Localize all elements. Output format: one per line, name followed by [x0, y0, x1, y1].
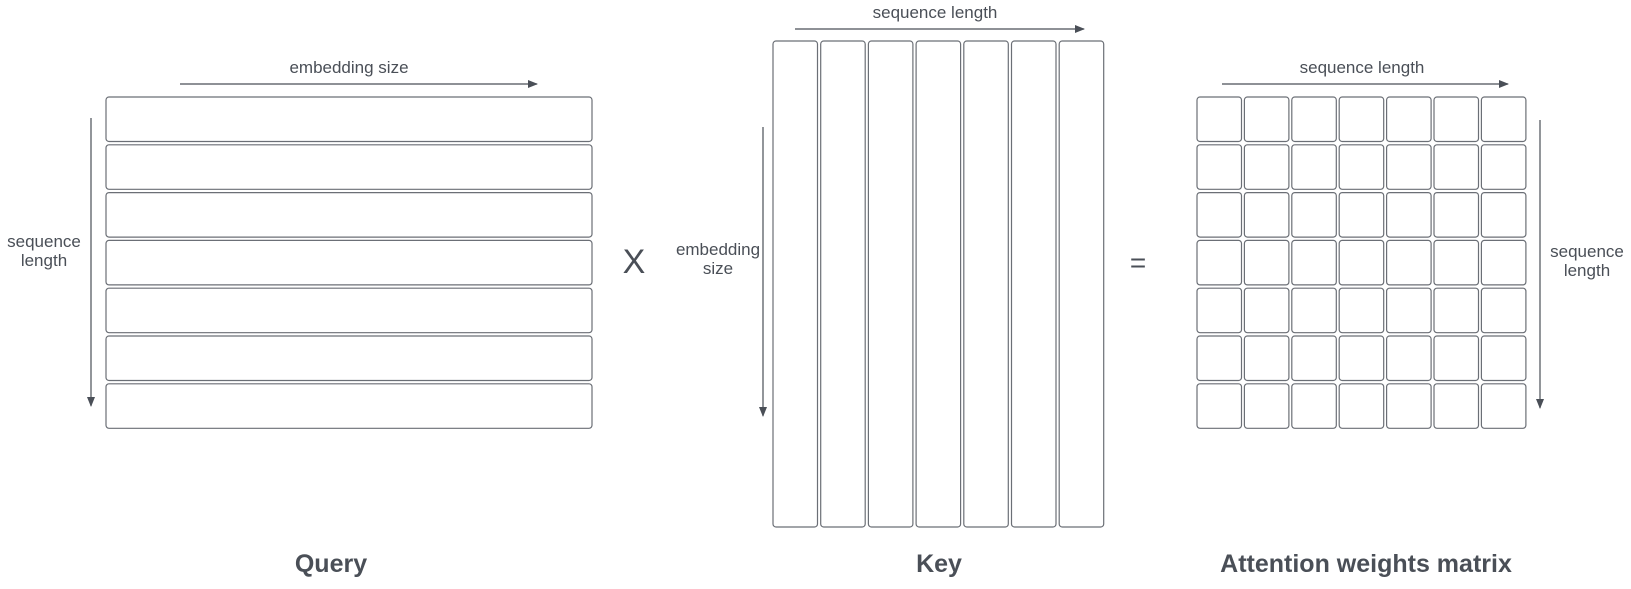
equals-symbol: = — [1130, 247, 1146, 278]
key-column — [915, 40, 962, 528]
attention-cell — [1433, 192, 1480, 238]
attention-cells — [1196, 96, 1527, 429]
key-column — [820, 40, 866, 528]
query-row — [105, 239, 593, 286]
attention-cell — [1433, 383, 1480, 429]
attention-cell — [1338, 383, 1385, 429]
key-column — [1058, 40, 1105, 528]
attention-cell — [1196, 96, 1243, 143]
attention-cell — [1243, 335, 1290, 382]
query-row — [105, 144, 593, 190]
attention-cell — [1385, 96, 1432, 143]
attention-cell — [1480, 383, 1527, 429]
key-columns — [772, 40, 1105, 528]
attention-cell — [1243, 239, 1290, 286]
query-row — [105, 96, 593, 143]
key-matrix: sequence length embedding size Key — [676, 3, 1105, 578]
attention-cell — [1291, 383, 1337, 429]
query-matrix: embedding size sequence length Query — [7, 58, 593, 578]
attention-side-label-line1: sequence — [1550, 242, 1624, 261]
key-top-label: sequence length — [873, 3, 998, 22]
attention-cell — [1433, 96, 1480, 143]
attention-cell — [1385, 287, 1432, 334]
attention-cell — [1385, 192, 1432, 238]
query-row — [105, 335, 593, 382]
query-row — [105, 192, 593, 238]
attention-cell — [1385, 239, 1432, 286]
key-column — [867, 40, 914, 528]
attention-cell — [1385, 383, 1432, 429]
attention-cell — [1291, 96, 1337, 143]
attention-cell — [1338, 144, 1385, 190]
attention-cell — [1291, 287, 1337, 334]
query-title: Query — [295, 550, 367, 578]
attention-cell — [1338, 335, 1385, 382]
key-side-label-line2: size — [703, 259, 733, 278]
attention-cell — [1433, 239, 1480, 286]
attention-cell — [1291, 192, 1337, 238]
attention-cell — [1480, 239, 1527, 286]
attention-cell — [1291, 335, 1337, 382]
attention-cell — [1480, 335, 1527, 382]
attention-cell — [1338, 192, 1385, 238]
attention-cell — [1385, 335, 1432, 382]
attention-cell — [1480, 192, 1527, 238]
query-side-label-line2: length — [21, 251, 67, 270]
attention-cell — [1433, 287, 1480, 334]
query-top-label: embedding size — [289, 58, 408, 77]
attention-cell — [1196, 287, 1243, 334]
attention-cell — [1196, 192, 1243, 238]
attention-cell — [1243, 287, 1290, 334]
query-row — [105, 287, 593, 334]
attention-cell — [1243, 144, 1290, 190]
attention-cell — [1291, 239, 1337, 286]
attention-cell — [1196, 239, 1243, 286]
key-column — [1010, 40, 1057, 528]
attention-cell — [1243, 192, 1290, 238]
key-column — [772, 40, 819, 528]
attention-title: Attention weights matrix — [1220, 550, 1512, 578]
attention-cell — [1196, 144, 1243, 190]
attention-cell — [1243, 96, 1290, 143]
attention-cell — [1385, 144, 1432, 190]
attention-cell — [1433, 335, 1480, 382]
query-rows — [105, 96, 593, 429]
attention-cell — [1338, 96, 1385, 143]
attention-cell — [1338, 287, 1385, 334]
attention-cell — [1480, 144, 1527, 190]
attention-matrix: sequence length sequence length Attentio… — [1196, 58, 1624, 578]
query-side-label-line1: sequence — [7, 232, 81, 251]
attention-cell — [1338, 239, 1385, 286]
attention-cell — [1243, 383, 1290, 429]
attention-top-label: sequence length — [1300, 58, 1425, 77]
key-title: Key — [916, 550, 962, 578]
key-side-label-line1: embedding — [676, 240, 760, 259]
attention-cell — [1433, 144, 1480, 190]
multiply-symbol: X — [623, 243, 646, 281]
attention-cell — [1291, 144, 1337, 190]
key-column — [963, 40, 1009, 528]
attention-cell — [1480, 96, 1527, 143]
attention-cell — [1196, 335, 1243, 382]
query-row — [105, 383, 593, 429]
attention-cell — [1480, 287, 1527, 334]
attention-cell — [1196, 383, 1243, 429]
attention-side-label-line2: length — [1564, 261, 1610, 280]
